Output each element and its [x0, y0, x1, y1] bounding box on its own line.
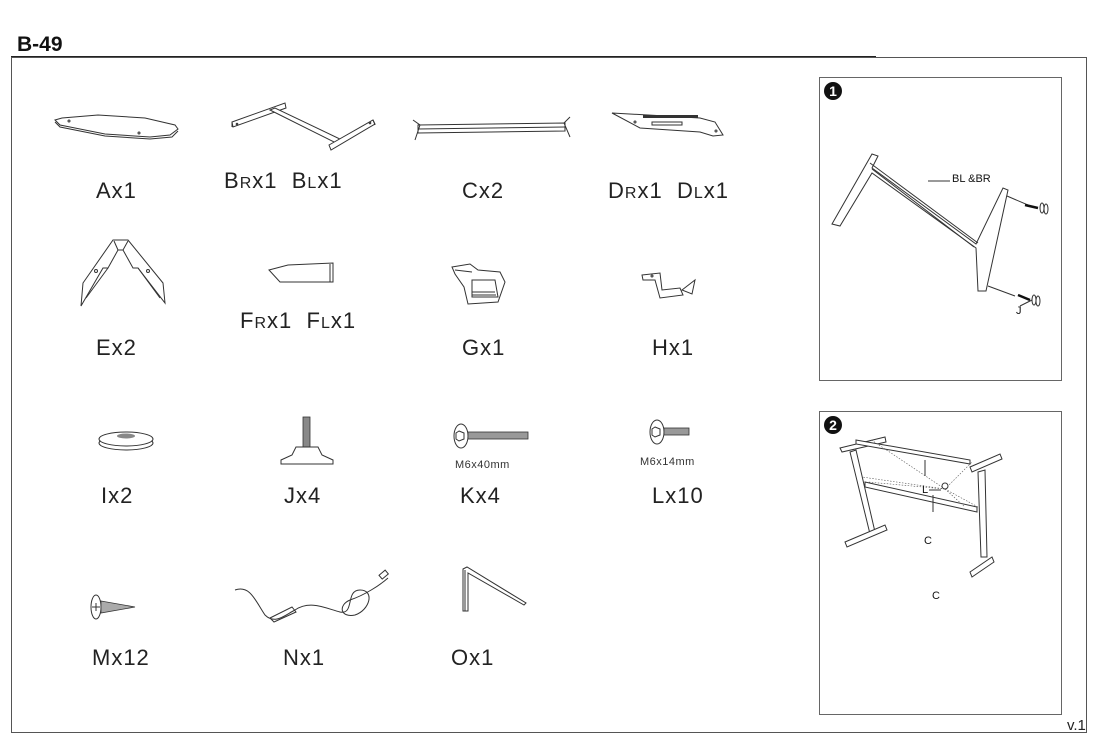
- step-2-panel: 2 L C C: [819, 411, 1062, 715]
- part-e-label: Ex2: [96, 335, 137, 360]
- part-o: [458, 565, 528, 615]
- step-1-panel: 1 BL &BR J: [819, 77, 1062, 381]
- part-a: [50, 110, 190, 150]
- step-1-illustration: [831, 153, 1049, 307]
- parts-frame: [11, 57, 1087, 733]
- side-panel-icon: [611, 112, 724, 137]
- step-2-callout-bar-top: C: [924, 535, 932, 547]
- part-m: [90, 593, 140, 623]
- part-m-label: Mx12: [92, 645, 150, 670]
- part-i: [98, 430, 158, 455]
- part-h-label: Hx1: [652, 335, 695, 360]
- crossbar-icon: [412, 116, 571, 141]
- part-l-label: Lx10: [652, 483, 704, 508]
- document-title: B-49: [17, 33, 63, 56]
- step-2-illustration: [839, 436, 1003, 578]
- part-j-label: Jx4: [284, 483, 322, 508]
- part-k: [452, 422, 532, 452]
- part-d: [610, 110, 735, 150]
- step-1-callout-foot: J: [1016, 305, 1022, 317]
- part-b: [230, 95, 380, 165]
- part-n: [230, 569, 400, 630]
- part-g: [450, 262, 510, 307]
- part-c-label: Cx2: [462, 178, 505, 203]
- part-f-labels: FRx1 FLx1: [240, 308, 357, 333]
- headphone-hook-icon: [641, 272, 696, 299]
- step-1-number: 1: [824, 82, 842, 100]
- allen-key-icon: [462, 566, 527, 612]
- bolt-short-icon: [649, 419, 690, 445]
- leg-frame-icon: [231, 102, 376, 151]
- part-i-label: Ix2: [101, 483, 134, 508]
- part-h: [640, 270, 700, 305]
- part-n-label: Nx1: [283, 645, 326, 670]
- part-k-spec: M6x40mm: [455, 459, 510, 471]
- part-f: [268, 260, 338, 290]
- part-l-spec: M6x14mm: [640, 456, 695, 468]
- part-d-labels: DRx1 DLx1: [608, 178, 729, 203]
- cup-holder-icon: [451, 263, 506, 305]
- part-a-label: Ax1: [96, 178, 137, 203]
- part-l: [648, 418, 698, 448]
- step-2-callout-bolt: L: [922, 484, 929, 496]
- version-label: v.1: [1067, 717, 1086, 734]
- led-cable-icon: [234, 569, 390, 623]
- part-c: [410, 115, 575, 155]
- part-b-labels: BRx1 BLx1: [224, 168, 343, 193]
- step-2-callout-bar-bottom: C: [932, 590, 940, 602]
- cable-grommet-icon: [98, 431, 154, 451]
- end-cap-icon: [268, 262, 334, 283]
- part-o-label: Ox1: [451, 645, 495, 670]
- part-g-label: Gx1: [462, 335, 506, 360]
- desktop-panel-icon: [54, 114, 179, 140]
- step-2-number: 2: [824, 416, 842, 434]
- bolt-long-icon: [453, 423, 529, 449]
- part-e: [78, 238, 168, 308]
- wood-screw-icon: [90, 594, 136, 620]
- part-k-label: Kx4: [460, 483, 501, 508]
- leveling-foot-icon: [280, 416, 334, 465]
- step-1-callout-frame: BL &BR: [952, 173, 991, 185]
- part-j: [278, 415, 338, 470]
- leg-cover-icon: [80, 239, 166, 307]
